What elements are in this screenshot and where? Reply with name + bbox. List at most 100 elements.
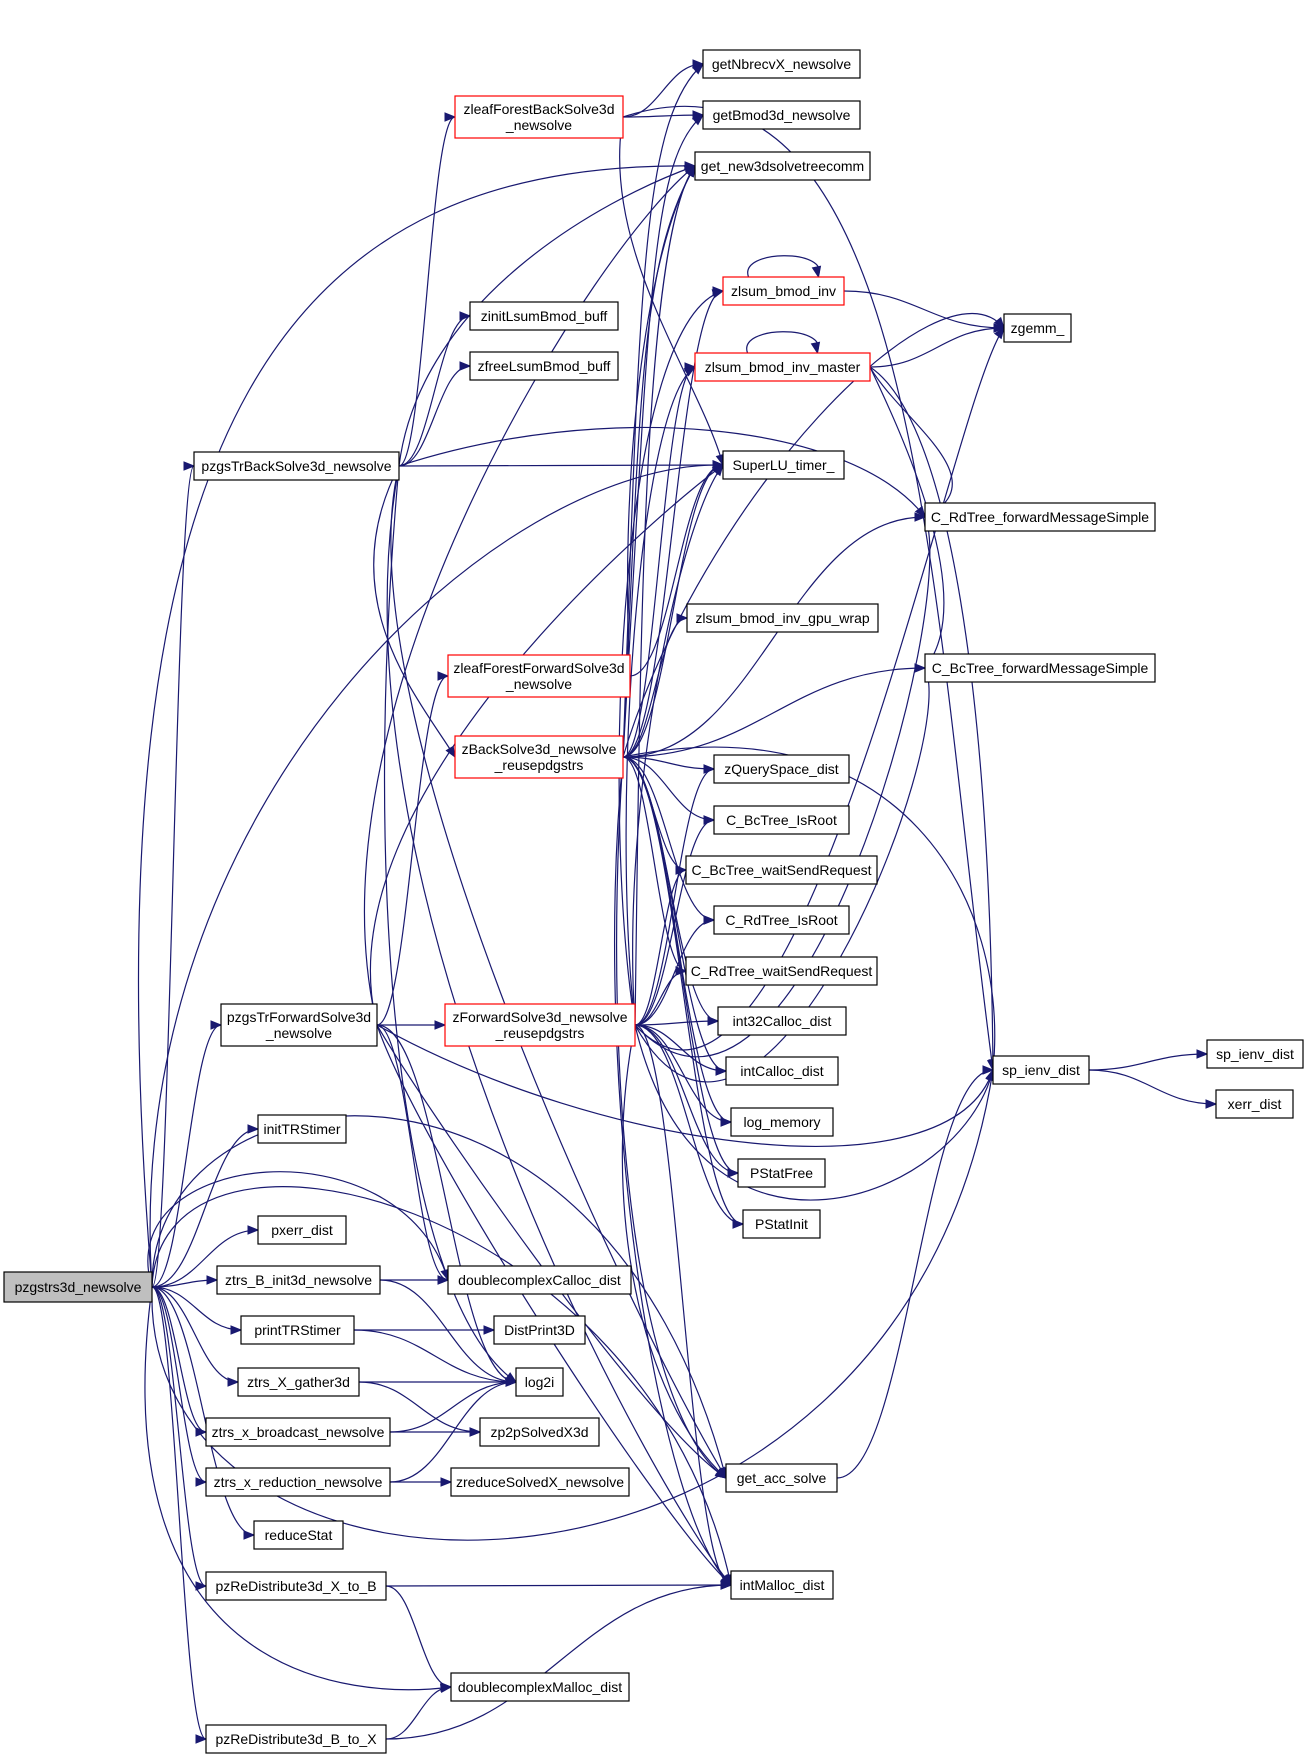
edge-redistBX-to-intMalloc xyxy=(385,1580,733,1740)
node-rdFwd[interactable]: C_RdTree_forwardMessageSimple xyxy=(924,502,1156,532)
node-printTRS[interactable]: printTRStimer xyxy=(240,1315,355,1345)
edge-trBack-to-freeLsum xyxy=(398,361,472,467)
edge-fwdSolve-to-bcRoot xyxy=(634,815,716,1026)
node-rdWait[interactable]: C_RdTree_waitSendRequest xyxy=(685,956,878,986)
node-getNbrecv[interactable]: getNbrecvX_newsolve xyxy=(702,49,861,79)
edge-fwdSolve-to-lsumMaster xyxy=(625,366,697,1026)
edge-fwdSolve-to-logMem xyxy=(634,1024,733,1127)
node-gather[interactable]: ztrs_X_gather3d xyxy=(237,1367,360,1397)
node-dcMalloc[interactable]: doublecomplexMalloc_dist xyxy=(450,1672,630,1702)
node-zp2p[interactable]: zp2pSolvedX3d xyxy=(479,1417,600,1447)
node-fwdSolve[interactable]: zForwardSolve3d_newsolve_reusepdgstrs xyxy=(444,1003,636,1047)
node-label: C_RdTree_IsRoot xyxy=(725,912,837,928)
node-label: initTRStimer xyxy=(263,1121,340,1137)
node-leafFwd[interactable]: zleafForestForwardSolve3d_newsolve xyxy=(447,654,631,698)
node-lsumInv[interactable]: zlsum_bmod_inv xyxy=(722,276,845,306)
node-zreduce[interactable]: zreduceSolvedX_newsolve xyxy=(450,1467,630,1497)
edge-backSolve-to-zgemm xyxy=(622,313,1005,758)
edge-lsumMaster-to-zgemm xyxy=(869,323,1006,368)
node-bcWait[interactable]: C_BcTree_waitSendRequest xyxy=(685,855,878,885)
node-label: _newsolve xyxy=(505,676,572,692)
node-redistBX[interactable]: pzReDistribute3d_B_to_X xyxy=(205,1724,387,1754)
node-intCalloc[interactable]: intCalloc_dist xyxy=(725,1056,839,1086)
edge-backSolve-to-gpuWrap xyxy=(622,613,689,758)
node-freeLsum[interactable]: zfreeLsumBmod_buff xyxy=(469,351,619,381)
node-dcCalloc[interactable]: doublecomplexCalloc_dist xyxy=(447,1265,632,1295)
node-initTRS[interactable]: initTRStimer xyxy=(257,1114,347,1144)
node-label: doublecomplexCalloc_dist xyxy=(458,1272,621,1288)
edge-root-to-trBack xyxy=(151,461,196,1288)
node-intMalloc[interactable]: intMalloc_dist xyxy=(730,1570,834,1600)
node-distPrint[interactable]: DistPrint3D xyxy=(493,1315,586,1345)
edge-root-to-redistXB xyxy=(151,1286,208,1591)
edge-root-to-initTRS xyxy=(151,1124,260,1288)
node-label: SuperLU_timer_ xyxy=(733,457,835,473)
node-backSolve[interactable]: zBackSolve3d_newsolve_reusepdgstrs xyxy=(454,735,624,779)
node-label: C_RdTree_forwardMessageSimple xyxy=(931,509,1149,525)
node-label: DistPrint3D xyxy=(504,1322,575,1338)
node-root[interactable]: pzgstrs3d_newsolve xyxy=(3,1271,153,1303)
node-pstatInit[interactable]: PStatInit xyxy=(742,1209,821,1239)
node-query[interactable]: zQuerySpace_dist xyxy=(713,754,850,784)
node-pxerr[interactable]: pxerr_dist xyxy=(257,1215,347,1245)
node-int32Calloc[interactable]: int32Calloc_dist xyxy=(717,1006,847,1036)
node-initB[interactable]: ztrs_B_init3d_newsolve xyxy=(216,1265,381,1295)
node-label: reduceStat xyxy=(265,1527,333,1543)
node-rdRoot[interactable]: C_RdTree_IsRoot xyxy=(713,905,850,935)
node-label: ztrs_x_broadcast_newsolve xyxy=(212,1424,385,1440)
node-initLsum[interactable]: zinitLsumBmod_buff xyxy=(469,301,619,331)
edge-redistXB-to-intMalloc xyxy=(385,1580,733,1590)
node-timer[interactable]: SuperLU_timer_ xyxy=(722,450,845,480)
edge-fwdSolve-to-getAcc xyxy=(621,1024,727,1479)
node-label: C_BcTree_waitSendRequest xyxy=(691,862,871,878)
edge-fwdSolve-to-query xyxy=(634,764,716,1026)
edge-redistBX-to-dcMalloc xyxy=(385,1682,453,1740)
edge-root-to-reduceStat xyxy=(151,1286,256,1540)
edge-lsumInv-to-lsumInv xyxy=(747,255,822,279)
node-getBmod[interactable]: getBmod3d_newsolve xyxy=(702,100,861,130)
node-getAcc[interactable]: get_acc_solve xyxy=(725,1463,838,1493)
edge-fwdSolve-to-zgemm xyxy=(634,326,1005,1051)
node-spIenv2[interactable]: sp_ienv_dist xyxy=(1206,1039,1304,1069)
edge-fwdSolve-to-pstatInit xyxy=(634,1024,745,1229)
edge-fwdSolve-to-rdWait xyxy=(634,966,688,1026)
edge-reduction-to-log2i xyxy=(389,1377,518,1483)
node-xerr[interactable]: xerr_dist xyxy=(1215,1089,1294,1119)
edge-trFwd-to-leafFwd xyxy=(376,671,450,1026)
node-pstatFree[interactable]: PStatFree xyxy=(737,1158,826,1188)
nodes-layer: pzgstrs3d_newsolve zleafForestBackSolve3d… xyxy=(3,49,1304,1754)
edge-lsumInv-to-zgemm xyxy=(843,290,1006,333)
node-lsumMaster[interactable]: zlsum_bmod_inv_master xyxy=(694,352,871,382)
node-bcFwd[interactable]: C_BcTree_forwardMessageSimple xyxy=(924,653,1156,683)
node-label: getBmod3d_newsolve xyxy=(713,107,851,123)
node-spIenv[interactable]: sp_ienv_dist xyxy=(992,1055,1090,1085)
edge-backSolve-to-bcFwd xyxy=(622,663,927,758)
node-label: log2i xyxy=(525,1374,555,1390)
node-reduction[interactable]: ztrs_x_reduction_newsolve xyxy=(205,1467,391,1497)
node-bcRoot[interactable]: C_BcTree_IsRoot xyxy=(713,805,850,835)
node-redistXB[interactable]: pzReDistribute3d_X_to_B xyxy=(205,1571,387,1601)
edge-trBack-to-timer xyxy=(398,460,725,470)
node-label: sp_ienv_dist xyxy=(1216,1046,1294,1062)
node-label: int32Calloc_dist xyxy=(733,1013,832,1029)
edge-printTRS-to-log2i xyxy=(353,1329,518,1387)
edge-trBack-to-initLsum xyxy=(398,311,472,467)
node-trBack[interactable]: pzgsTrBackSolve3d_newsolve xyxy=(193,451,400,481)
edge-fwdSolve-to-intCalloc xyxy=(634,1024,728,1076)
node-label: C_BcTree_forwardMessageSimple xyxy=(932,660,1149,676)
node-label: zlsum_bmod_inv_master xyxy=(705,359,861,375)
edge-backSolve-to-getNbrecv xyxy=(622,63,705,758)
node-bcast[interactable]: ztrs_x_broadcast_newsolve xyxy=(205,1417,391,1447)
node-zgemm[interactable]: zgemm_ xyxy=(1003,313,1072,343)
node-label: ztrs_X_gather3d xyxy=(247,1374,350,1390)
node-reduceStat[interactable]: reduceStat xyxy=(253,1520,344,1550)
node-logMem[interactable]: log_memory xyxy=(730,1107,834,1137)
edge-trFwd-to-dcCalloc xyxy=(376,1024,450,1285)
node-gpuWrap[interactable]: zlsum_bmod_inv_gpu_wrap xyxy=(686,603,879,633)
node-log2i[interactable]: log2i xyxy=(515,1367,564,1397)
node-getTreecomm[interactable]: get_new3dsolvetreecomm xyxy=(694,151,871,181)
node-leafBack[interactable]: zleafForestBackSolve3d_newsolve xyxy=(454,95,624,139)
edge-fwdSolve-to-getTreecomm xyxy=(634,164,696,1026)
node-trFwd[interactable]: pzgsTrForwardSolve3d_newsolve xyxy=(220,1003,378,1047)
edge-fwdSolve-to-timer xyxy=(632,463,724,1026)
